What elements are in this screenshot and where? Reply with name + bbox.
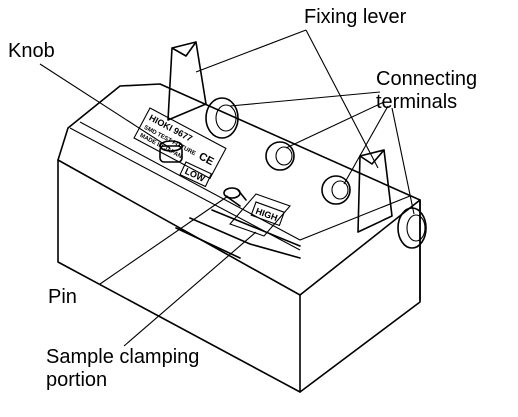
high-tag: HIGH bbox=[250, 201, 285, 227]
knob-callout: Knob bbox=[8, 40, 55, 62]
clamp-block bbox=[229, 193, 291, 237]
fixing-lever-right bbox=[357, 149, 393, 233]
terminal-3 bbox=[321, 175, 351, 205]
sample-clamping-callout: Sample clamping portion bbox=[46, 346, 199, 392]
fixing-lever-callout: Fixing lever bbox=[304, 6, 407, 28]
connecting-terminals-line-2: terminals bbox=[376, 91, 458, 113]
top-inner-rim bbox=[79, 121, 411, 241]
sample-clamping-line-1: Sample clamping bbox=[46, 346, 200, 368]
fixture-top-surface bbox=[57, 83, 421, 296]
terminal-2 bbox=[265, 141, 295, 171]
pin bbox=[223, 187, 247, 207]
connecting-terminals-line-1: Connecting bbox=[376, 68, 478, 90]
sample-clamping-line-2: portion bbox=[46, 369, 108, 391]
ce-mark: CE bbox=[197, 150, 216, 168]
leader-lines bbox=[39, 29, 415, 347]
connecting-terminals-callout: Connecting terminals bbox=[376, 68, 477, 114]
terminal-1 bbox=[205, 97, 239, 139]
clamping-groove bbox=[175, 209, 301, 259]
terminal-4 bbox=[397, 207, 427, 249]
knob bbox=[159, 140, 183, 163]
label-plate: HIOKI 9677 SMD TEST FIXTURE MADE IN JAPA… bbox=[133, 107, 227, 180]
pin-callout: Pin bbox=[48, 286, 77, 308]
fixing-lever-left bbox=[167, 41, 207, 121]
